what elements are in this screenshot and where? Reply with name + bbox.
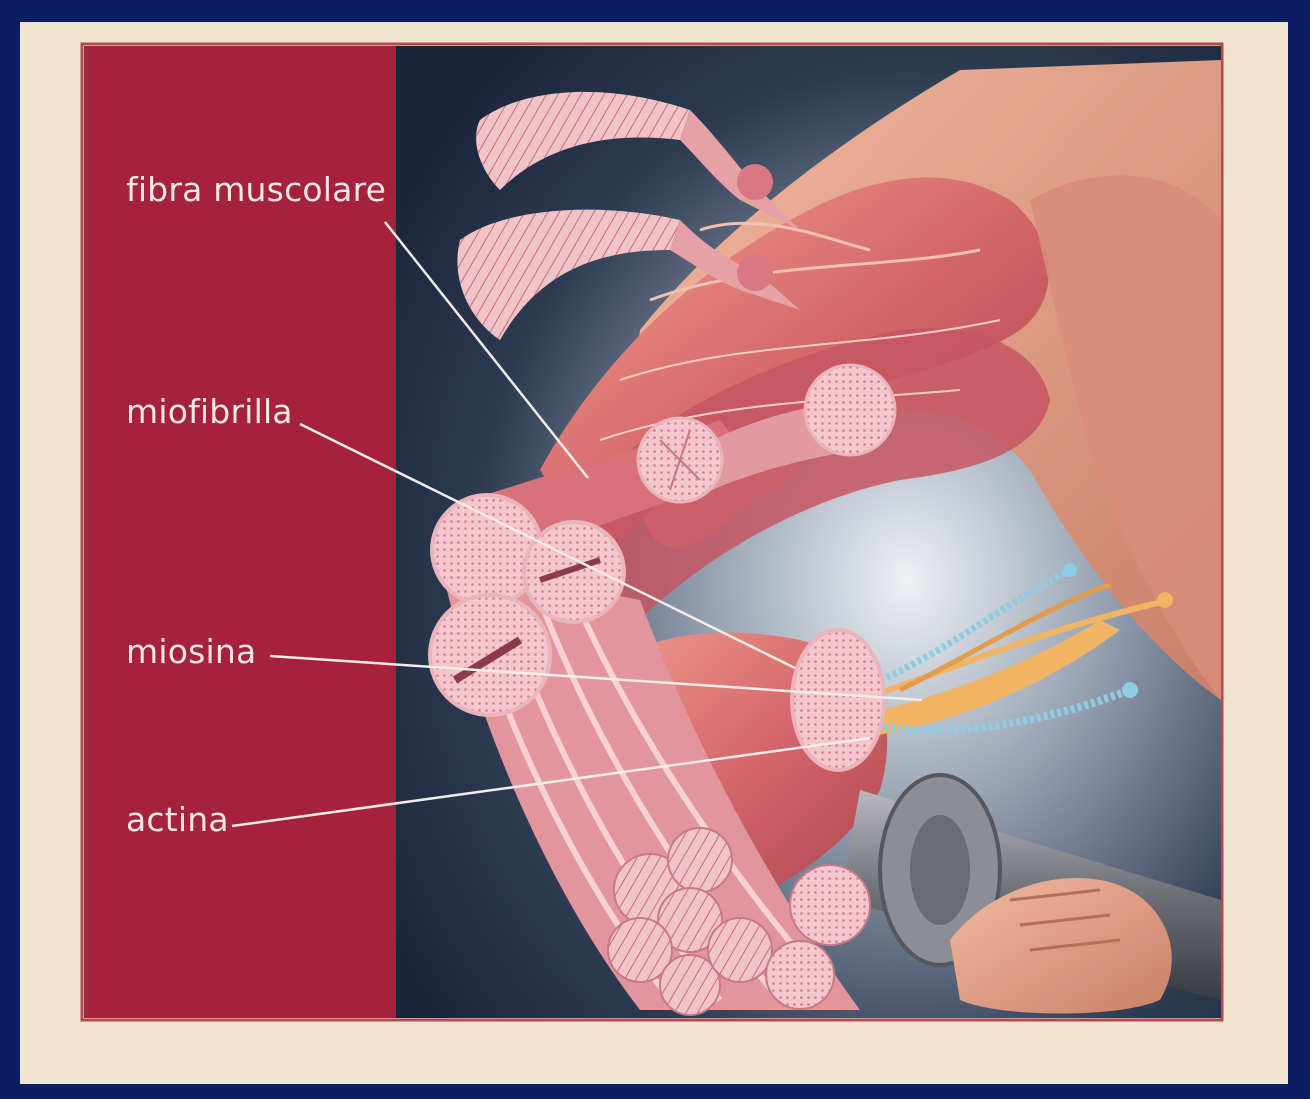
label-actina: actina [126,800,229,839]
label-fibra-muscolare: fibra muscolare [126,170,386,209]
label-miofibrilla: miofibrilla [126,392,293,431]
label-miosina: miosina [126,632,256,671]
